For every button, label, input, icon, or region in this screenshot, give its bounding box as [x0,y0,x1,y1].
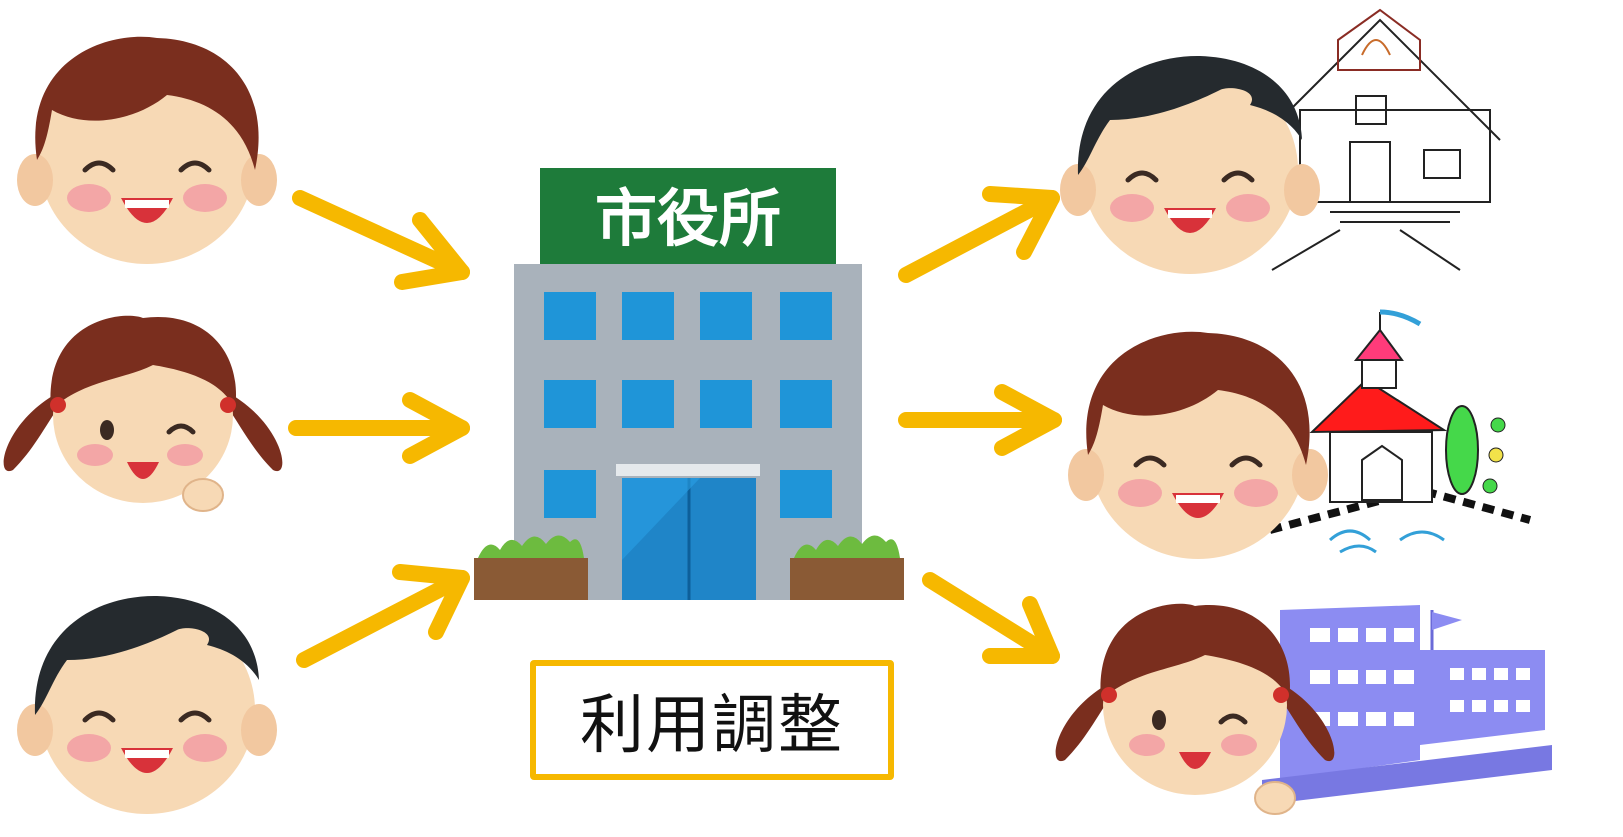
planter-right [790,535,904,600]
city-hall-sign-text: 市役所 [595,182,781,255]
arrow-left-top [292,190,470,290]
arrow-right-bottom [922,572,1060,664]
arrow-right-middle [898,384,1062,456]
child-girl-pigtails-icon [3,315,283,512]
city-hall-building-icon: 市役所 [474,168,904,600]
usage-coordination-caption: 利用調整 [580,689,844,763]
arrow-left-middle [288,392,470,464]
child-boy-black-hair-right-icon [1060,55,1320,274]
child-boy-black-hair-icon [17,595,277,814]
schoolhouse-sketch-icon [1271,8,1501,271]
usage-coordination-caption-box: 利用調整 [530,660,894,780]
arrow-right-top [898,186,1060,283]
kindergarten-drawing-icon [1268,309,1532,554]
building-windows [544,292,832,518]
city-hall-sign [540,168,836,268]
arrow-left-bottom [296,564,470,668]
child-girl-pigtails-right-icon [1055,603,1335,815]
child-boy-brown-hair-icon [17,36,277,264]
child-boy-brown-hair-right-icon [1068,331,1328,559]
planter-left [474,535,588,600]
